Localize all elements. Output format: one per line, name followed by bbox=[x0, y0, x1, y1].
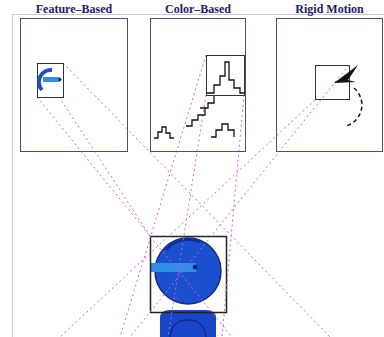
projection-lines bbox=[37, 55, 349, 337]
panel-heading: Color–Based bbox=[165, 2, 231, 17]
robot bbox=[151, 237, 227, 337]
feature-icon bbox=[38, 64, 64, 98]
panel-box: Feature–Based bbox=[20, 18, 128, 152]
panel-heading: Feature–Based bbox=[36, 2, 112, 17]
panel-heading: Rigid Motion bbox=[295, 2, 363, 17]
rigid-motion-icon bbox=[316, 65, 362, 126]
frame bbox=[13, 15, 384, 337]
panel-box: Color–Based bbox=[150, 18, 246, 152]
panel-box: Rigid Motion bbox=[276, 18, 383, 152]
color-icon bbox=[154, 56, 245, 139]
